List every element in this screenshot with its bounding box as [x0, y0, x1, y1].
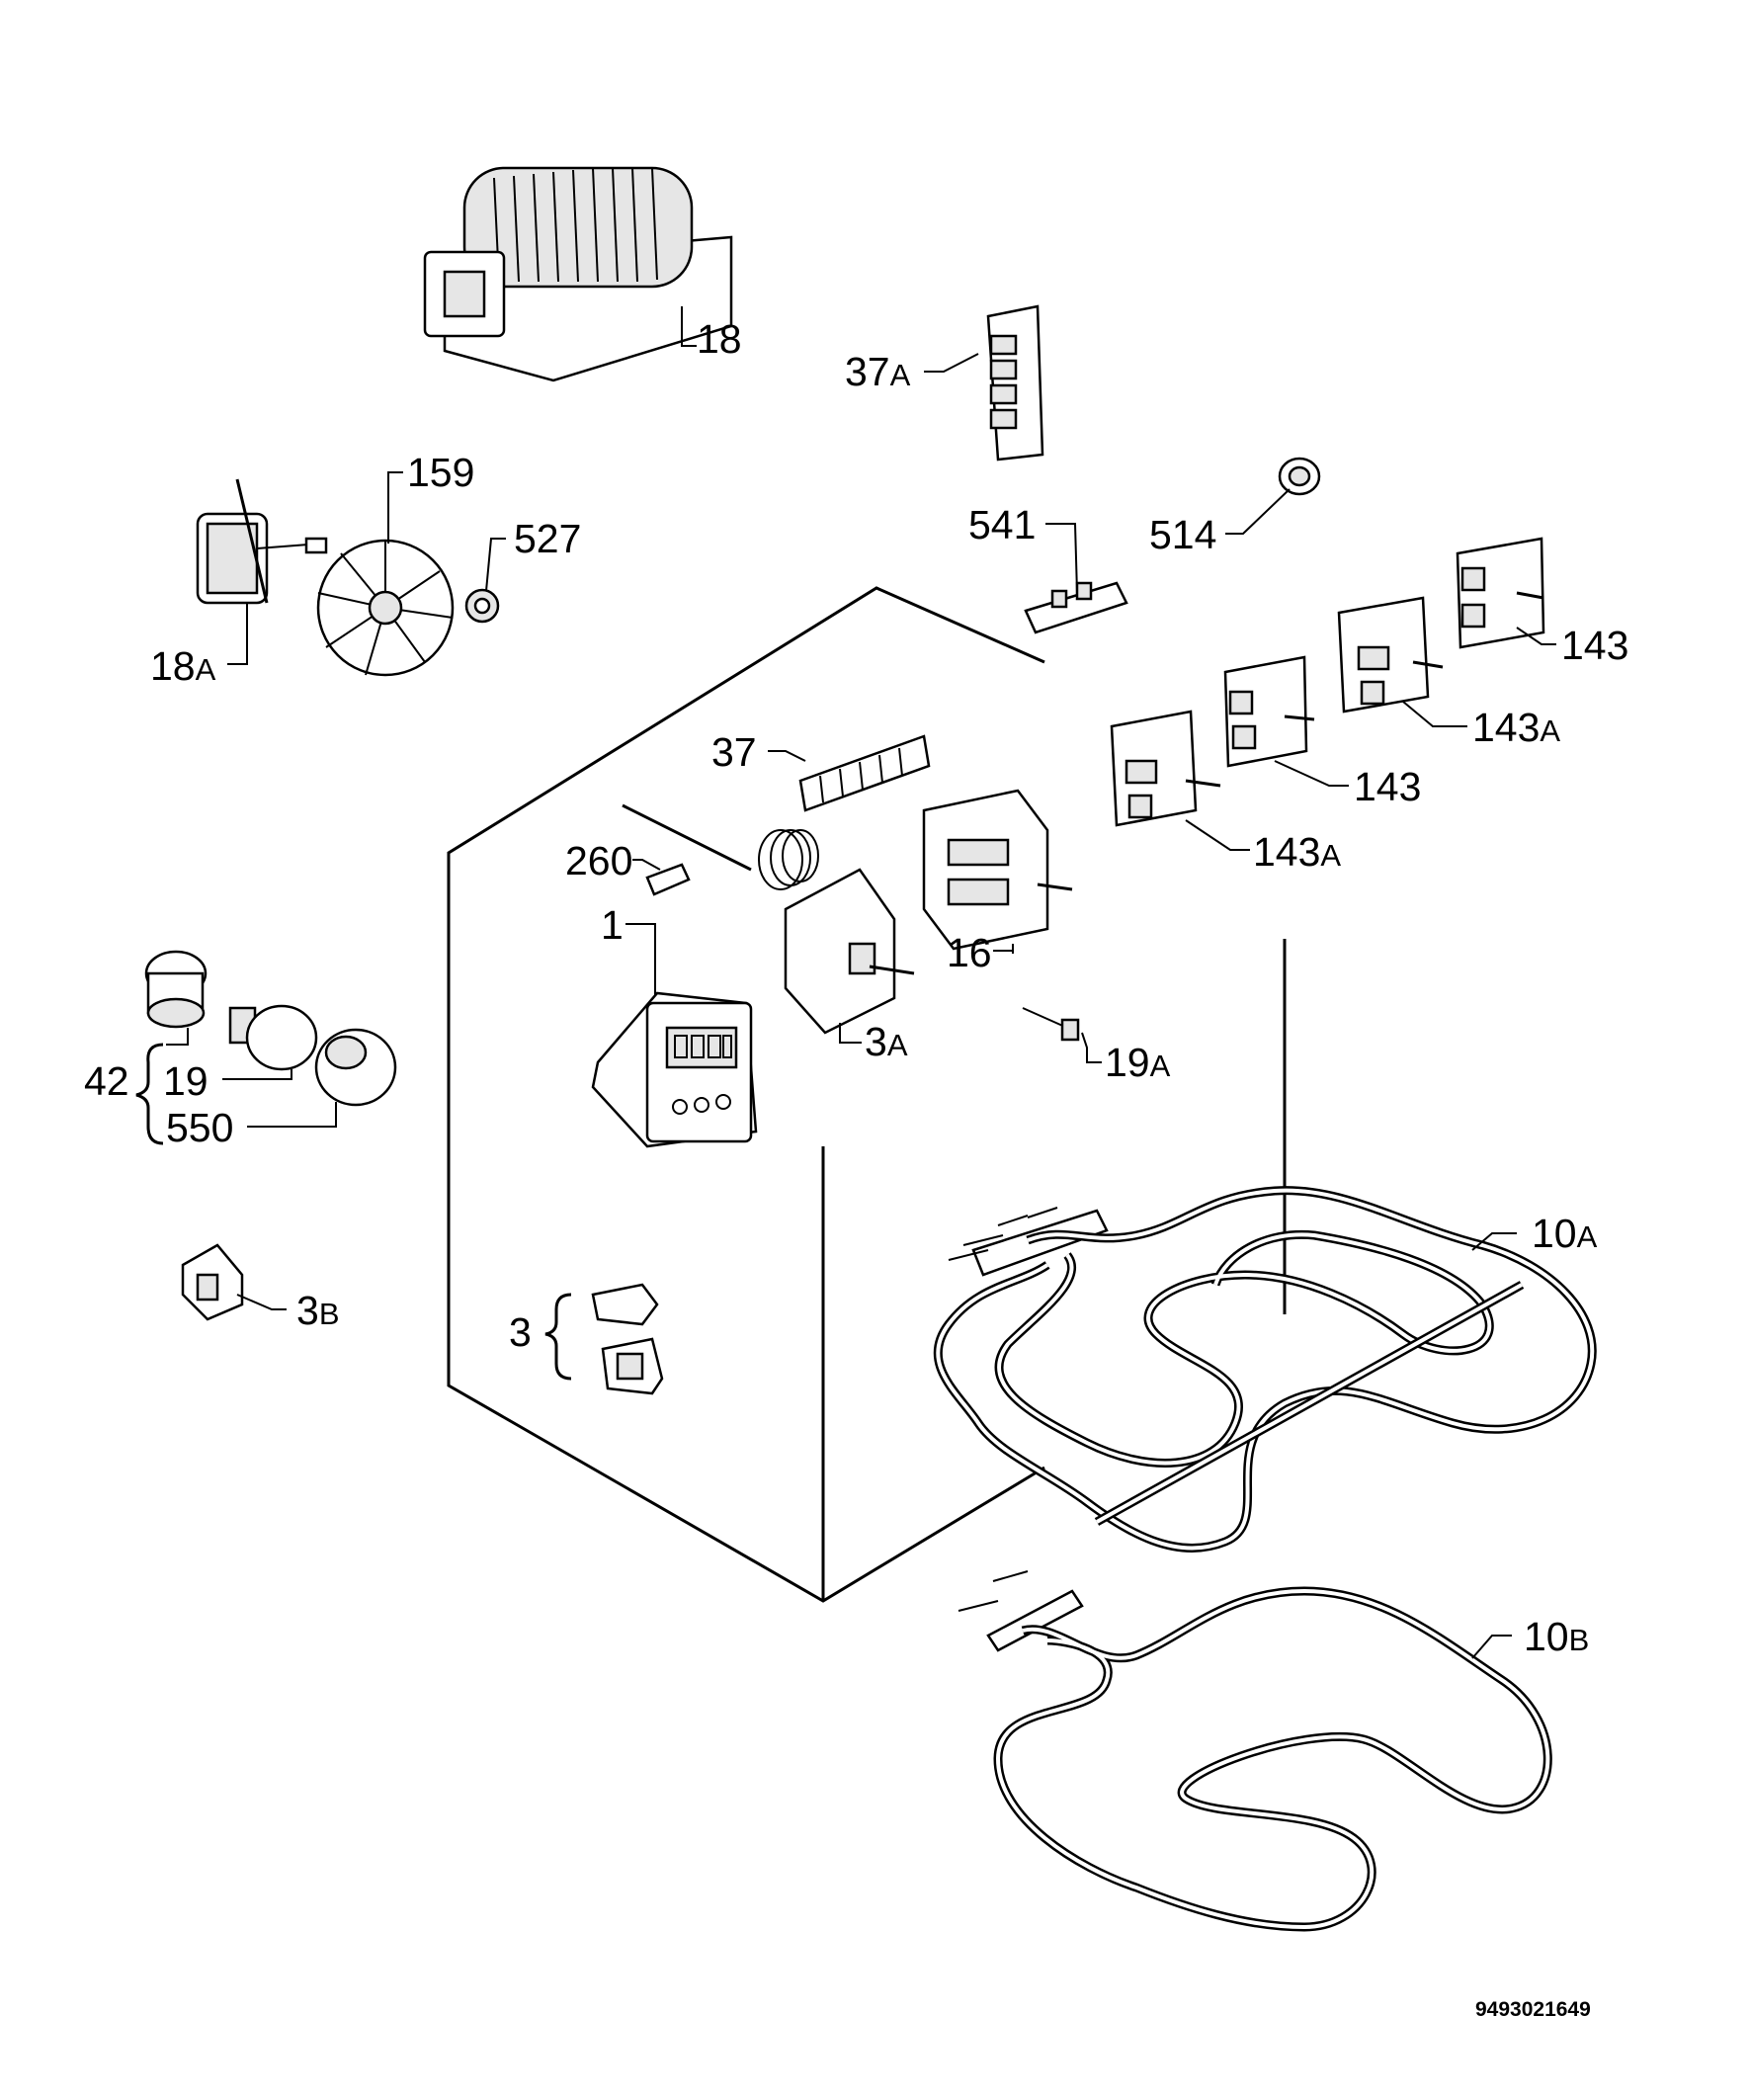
label-37: 37: [711, 729, 757, 775]
part-143-switch-mid: [1223, 655, 1349, 787]
part-19a-bulb: [1022, 1007, 1102, 1063]
part-143a-switch-low: [1110, 710, 1250, 851]
label-550: 550: [166, 1105, 233, 1150]
label-143a-top: 143A: [1472, 705, 1560, 750]
part-10b-bottom-element: [958, 1570, 1552, 1932]
part-260-clip: [632, 859, 691, 896]
label-19a: 19A: [1105, 1040, 1171, 1085]
label-3: 3: [509, 1309, 532, 1355]
label-143-top: 143: [1561, 623, 1628, 668]
part-159-fan-blade: [316, 471, 455, 677]
label-18a: 18A: [150, 643, 216, 689]
label-18: 18: [697, 316, 742, 362]
part-514-grommet: [1225, 457, 1321, 535]
part-143-switch-top: [1456, 537, 1556, 649]
part-18-tangential-fan: [423, 166, 733, 382]
label-3a: 3A: [865, 1019, 908, 1064]
brace-3: [544, 1293, 572, 1381]
part-37a-terminal-block: [924, 304, 1044, 462]
part-527-nut: [464, 538, 506, 624]
label-16: 16: [947, 930, 992, 975]
label-3b: 3B: [296, 1288, 340, 1333]
part-37-terminal-block: [768, 734, 931, 812]
oven-cavity-outline: [447, 586, 1287, 1603]
label-527: 527: [514, 516, 581, 561]
label-37a: 37A: [845, 349, 911, 394]
label-143a-low: 143A: [1253, 829, 1341, 875]
label-514: 514: [1149, 512, 1216, 557]
part-10a-grill-element: [933, 1186, 1597, 1553]
label-10a: 10A: [1532, 1211, 1598, 1256]
part-3b-switch: [181, 1243, 287, 1321]
label-260: 260: [565, 838, 632, 883]
part-3-door-switch: [591, 1283, 664, 1395]
label-19: 19: [163, 1058, 208, 1104]
part-3a-thermostat: [622, 803, 915, 1044]
part-16-selector-switch: [922, 789, 1073, 954]
document-number: 9493021649: [1475, 1998, 1591, 2021]
part-42-lamp-assembly: [144, 950, 397, 1128]
part-541-connector: [1024, 523, 1128, 634]
part-143a-switch-top: [1337, 596, 1467, 727]
label-1: 1: [601, 902, 624, 948]
label-10b: 10B: [1524, 1614, 1589, 1659]
label-159: 159: [407, 450, 474, 495]
part-18a-fan-motor: [196, 478, 328, 665]
label-42: 42: [84, 1058, 129, 1104]
part-1-electronic-timer: [591, 923, 758, 1148]
label-541: 541: [968, 502, 1036, 547]
label-143-mid: 143: [1354, 764, 1421, 809]
brace-42: [135, 1043, 164, 1145]
